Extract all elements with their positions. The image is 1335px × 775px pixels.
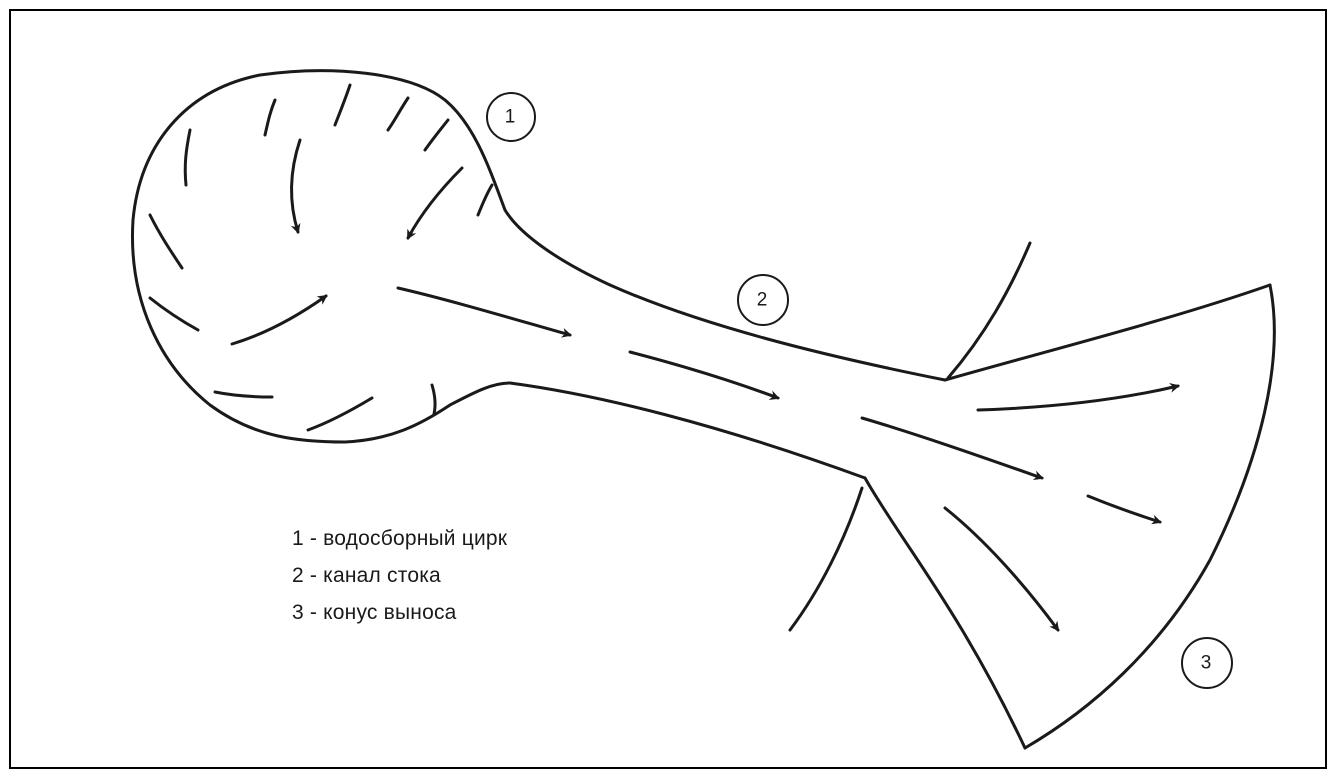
legend-item-channel: 2 - канал стока [292, 557, 507, 594]
slope-stroke [265, 100, 275, 135]
flow-arrow [1088, 496, 1160, 522]
channel-upper-bank [505, 210, 945, 380]
zone-marker-1: 1 [487, 93, 535, 141]
flow-arrow [408, 168, 462, 238]
diagram-border [10, 10, 1326, 768]
cirque-upper-outline [132, 71, 510, 442]
slope-stroke [150, 215, 182, 268]
zone-marker-label: 2 [757, 290, 768, 311]
slope-stroke [425, 120, 448, 150]
slope-stroke [150, 298, 198, 330]
flow-arrow [398, 288, 570, 335]
slope-stroke [478, 185, 492, 215]
zone-marker-label: 3 [1201, 653, 1212, 674]
legend-item-fan: 3 - конус выноса [292, 594, 507, 631]
mudflow-outline [132, 71, 1274, 748]
flow-arrow [232, 296, 326, 344]
legend: 1 - водосборный цирк 2 - канал стока 3 -… [292, 520, 507, 631]
slope-stroke [185, 130, 190, 185]
cirque-slope-strokes [150, 85, 492, 430]
flow-arrow [945, 508, 1058, 630]
channel-lower-bank [510, 383, 865, 478]
flow-arrow [291, 140, 300, 232]
legend-item-catchment: 1 - водосборный цирк [292, 520, 507, 557]
slope-stroke [432, 385, 435, 414]
fan-outer-edge [1025, 285, 1274, 748]
fan-lower-edge [865, 478, 1025, 748]
zone-marker-2: 2 [738, 275, 788, 325]
upper-side-line [948, 243, 1030, 378]
slope-stroke [388, 98, 408, 130]
flow-arrow [978, 386, 1178, 410]
slope-stroke [308, 398, 372, 430]
lower-side-line [790, 488, 862, 630]
flow-arrow [862, 418, 1042, 478]
zone-marker-label: 1 [505, 107, 516, 128]
fan-upper-edge [945, 285, 1270, 380]
slope-stroke [335, 85, 350, 125]
slope-stroke [215, 392, 272, 397]
flow-arrow [630, 352, 778, 398]
zone-marker-3: 3 [1182, 638, 1232, 688]
